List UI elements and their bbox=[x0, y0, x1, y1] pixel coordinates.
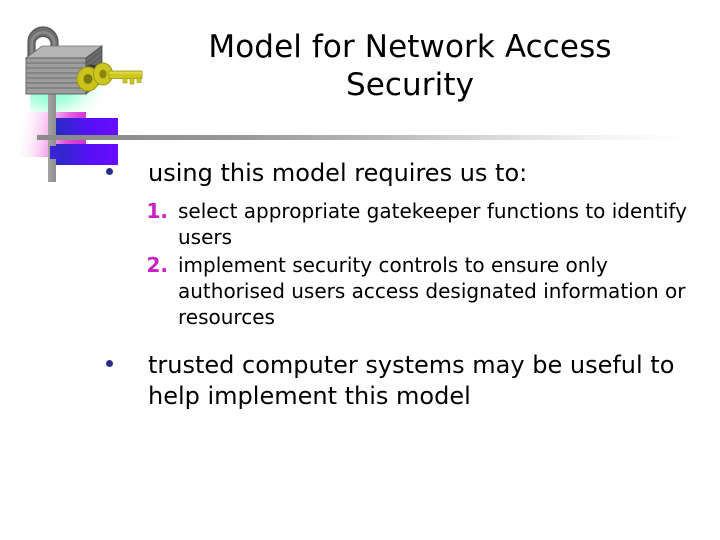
list-item-text: implement security controls to ensure on… bbox=[178, 253, 686, 329]
mini-square-decoration bbox=[50, 146, 61, 159]
bullet-text: using this model requires us to: bbox=[148, 159, 528, 187]
numbered-list-item: 2. implement security controls to ensure… bbox=[0, 252, 720, 330]
key-icon bbox=[76, 62, 143, 92]
list-item-text: select appropriate gatekeeper functions … bbox=[178, 199, 687, 249]
slide-body: using this model requires us to: 1. sele… bbox=[0, 158, 720, 416]
bullet-text: trusted computer systems may be useful t… bbox=[148, 351, 675, 410]
bullet-marker-icon bbox=[106, 360, 113, 367]
violet-block-top-decoration bbox=[56, 118, 118, 138]
bullet-marker-icon bbox=[106, 168, 113, 175]
slide-title-line1: Model for Network Access bbox=[208, 29, 612, 65]
title-horizontal-rule bbox=[37, 135, 720, 140]
slide-title-line2: Security bbox=[345, 67, 475, 103]
vertical-rule-decoration bbox=[48, 56, 56, 182]
list-number: 2. bbox=[146, 253, 168, 277]
numbered-list: 1. select appropriate gatekeeper functio… bbox=[0, 198, 720, 330]
list-number: 1. bbox=[146, 199, 168, 223]
content-spacer bbox=[0, 332, 720, 350]
numbered-list-item: 1. select appropriate gatekeeper functio… bbox=[0, 198, 720, 250]
bullet-item: trusted computer systems may be useful t… bbox=[0, 350, 720, 412]
violet-block-bottom-decoration bbox=[56, 144, 118, 165]
bullet-item: using this model requires us to: bbox=[0, 158, 720, 189]
slide-title: Model for Network Access Security bbox=[120, 28, 700, 104]
